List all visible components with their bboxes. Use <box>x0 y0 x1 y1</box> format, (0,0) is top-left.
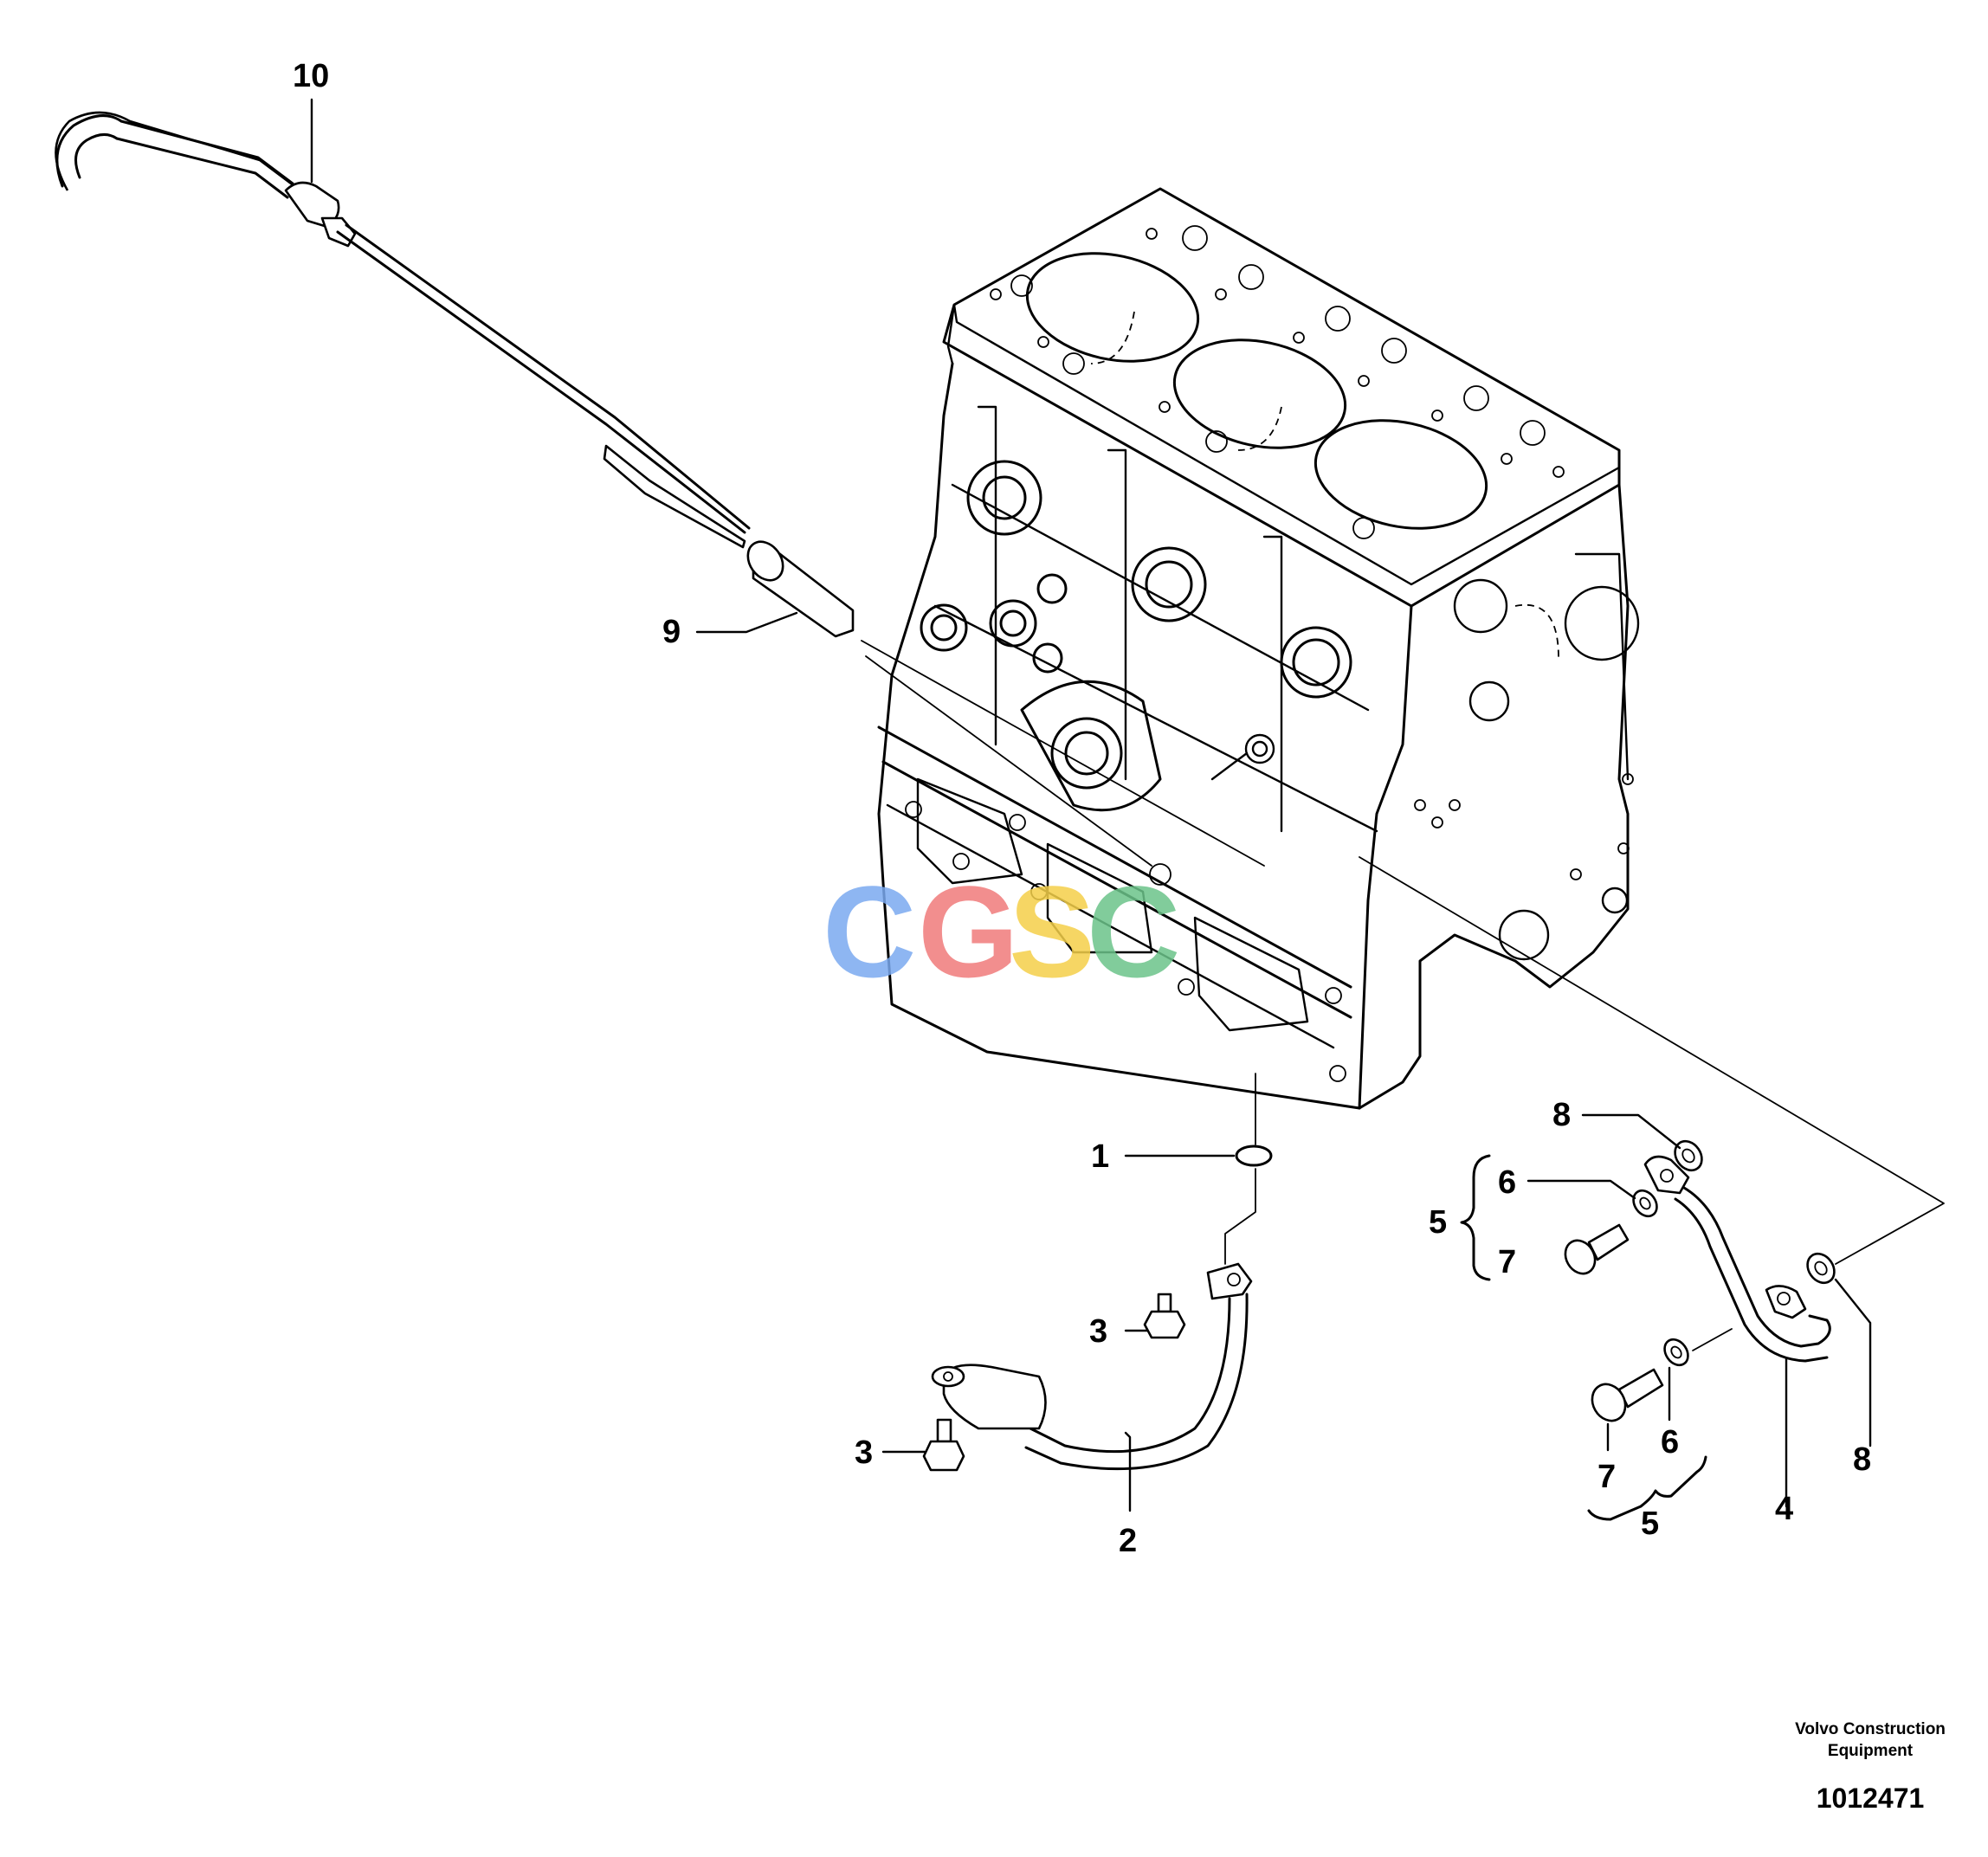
pipe-washer-line <box>1692 1328 1733 1351</box>
watermark-letter-1: C <box>823 859 916 1004</box>
bolt-lower <box>922 1418 965 1472</box>
callout-5-upper: 5 <box>1429 1204 1447 1241</box>
callout-7-lower: 7 <box>1598 1459 1616 1495</box>
callout-10: 10 <box>293 58 329 94</box>
callout-7-upper: 7 <box>1498 1244 1516 1280</box>
washer-6-lower <box>1663 1338 1689 1367</box>
dipstick-guide-tube <box>746 540 1265 867</box>
engine-block <box>877 187 1640 1110</box>
callout-6-upper: 6 <box>1498 1164 1516 1201</box>
washer-8-upper <box>1674 1139 1703 1172</box>
callout-4: 4 <box>1775 1491 1793 1527</box>
company-name-line-1: Volvo Construction <box>1795 1720 1946 1738</box>
callout-5-lower: 5 <box>1641 1506 1659 1542</box>
callout-6-lower: 6 <box>1661 1424 1679 1460</box>
callout-8-upper: 8 <box>1552 1097 1571 1133</box>
watermark-letter-3: S <box>1009 859 1095 1004</box>
watermark: C G S C <box>823 859 1180 1004</box>
callout-3-lower: 3 <box>855 1435 873 1471</box>
o-ring <box>1224 1073 1273 1265</box>
callout-2: 2 <box>1119 1523 1137 1559</box>
oil-strainer <box>931 1262 1253 1471</box>
leader-lines <box>310 98 1872 1521</box>
callout-8-lower: 8 <box>1853 1441 1871 1478</box>
callout-3-upper: 3 <box>1089 1313 1107 1350</box>
company-name-line-2: Equipment <box>1827 1742 1914 1760</box>
dipstick <box>55 111 751 549</box>
pipe-routing-line <box>1359 856 1945 1265</box>
banjo-bolt-upper <box>1564 1223 1630 1275</box>
washer-6-upper <box>1632 1189 1658 1218</box>
oil-pipe <box>1643 1155 1831 1363</box>
washer-8-lower <box>1806 1252 1836 1285</box>
banjo-bolt-lower <box>1591 1368 1664 1422</box>
callouts: 10 9 1 3 3 2 8 6 5 7 6 7 5 4 8 <box>293 58 1871 1559</box>
callout-1: 1 <box>1091 1138 1109 1175</box>
bolt-upper <box>1143 1293 1186 1339</box>
callout-9: 9 <box>662 614 681 650</box>
footer: Volvo Construction Equipment 1012471 <box>1749 1718 1988 1815</box>
watermark-letter-2: G <box>918 859 1019 1004</box>
watermark-letter-4: C <box>1087 859 1180 1004</box>
diagram-reference-number: 1012471 <box>1816 1783 1925 1814</box>
